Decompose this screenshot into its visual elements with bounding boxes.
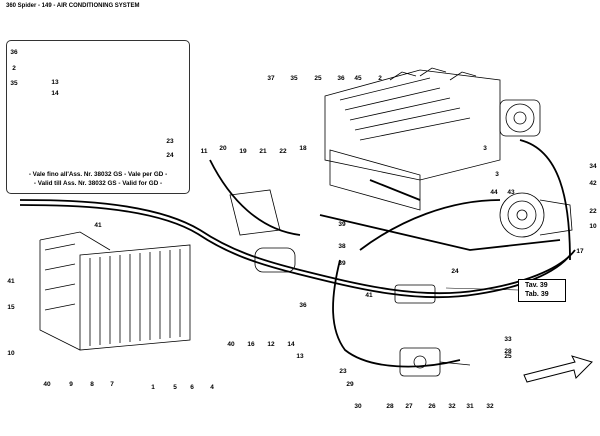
condenser-drawing — [39, 231, 191, 351]
callout-label: 22 — [589, 207, 597, 215]
callout-label: 4 — [210, 383, 214, 391]
callout-label: 10 — [7, 349, 15, 357]
inset-caption-en: - Valid till Ass. Nr. 38032 GS - Valid f… — [33, 180, 163, 187]
inset-caption-it: - Vale fino all'Ass. Nr. 38032 GS - Vale… — [28, 171, 168, 178]
callout-label: 45 — [354, 74, 362, 82]
callout-label: 39 — [338, 259, 346, 267]
callout-label: 33 — [504, 335, 512, 343]
callout-label: 40 — [43, 380, 51, 388]
engine-block-drawing — [324, 67, 501, 211]
callout-label: 14 — [51, 89, 59, 97]
callout-label: 35 — [290, 74, 298, 82]
callout-label: 28 — [386, 402, 394, 410]
callout-label: 36 — [299, 301, 307, 309]
callout-label: 13 — [51, 78, 59, 86]
callout-label: 15 — [7, 303, 15, 311]
callout-label: 8 — [90, 380, 94, 388]
callout-label: 27 — [405, 402, 413, 410]
inset-detail-box: - Vale fino all'Ass. Nr. 38032 GS - Vale… — [6, 40, 190, 194]
refrigerant-hoses — [19, 139, 576, 368]
callout-label: 2 — [12, 64, 16, 72]
callout-label: 12 — [267, 340, 275, 348]
callout-label: 25 — [504, 352, 512, 360]
table-ref-line-2: Tab. 39 — [525, 291, 549, 298]
callout-label: 22 — [279, 147, 287, 155]
callout-label: 29 — [346, 380, 354, 388]
callout-label: 14 — [287, 340, 295, 348]
direction-arrow — [523, 355, 593, 383]
page-title: 360 Spider - 149 - AIR CONDITIONING SYST… — [6, 3, 140, 9]
callout-label: 1 — [151, 383, 155, 391]
callout-label: 21 — [259, 147, 267, 155]
callout-label: 37 — [267, 74, 275, 82]
callout-label: 42 — [589, 179, 597, 187]
callout-label: 6 — [190, 383, 194, 391]
bottom-fittings-drawing — [394, 284, 471, 377]
callout-label: 34 — [589, 162, 597, 170]
callout-label: 23 — [339, 367, 347, 375]
callout-label: 10 — [589, 222, 597, 230]
compressor-drawing — [499, 99, 573, 238]
callout-label: 40 — [227, 340, 235, 348]
callout-label: 23 — [166, 137, 174, 145]
callout-label: 36 — [10, 48, 18, 56]
callout-label: 39 — [338, 220, 346, 228]
callout-label: 32 — [486, 402, 494, 410]
callout-label: 25 — [314, 74, 322, 82]
callout-label: 9 — [69, 380, 73, 388]
callout-label: 32 — [448, 402, 456, 410]
callout-label: 16 — [247, 340, 255, 348]
callout-label: 41 — [7, 277, 15, 285]
callout-label: 7 — [110, 380, 114, 388]
callout-label: 43 — [507, 188, 515, 196]
callout-label: 31 — [466, 402, 474, 410]
callout-label: 3 — [495, 170, 499, 178]
callout-label: 20 — [219, 144, 227, 152]
callout-label: 30 — [354, 402, 362, 410]
callout-label: 36 — [337, 74, 345, 82]
receiver-drier-drawing — [254, 247, 296, 273]
callout-label: 35 — [10, 79, 18, 87]
callout-label: 11 — [200, 147, 208, 155]
callout-label: 2 — [378, 74, 382, 82]
callout-label: 19 — [239, 147, 247, 155]
callout-label: 28 — [504, 347, 512, 355]
callout-label: 41 — [94, 221, 102, 229]
callout-label: 26 — [428, 402, 436, 410]
callout-label: 38 — [338, 242, 346, 250]
valve-bracket-drawing — [229, 189, 281, 236]
callout-label: 5 — [173, 383, 177, 391]
callout-label: 41 — [365, 291, 373, 299]
callout-label: 3 — [483, 144, 487, 152]
table-ref-line-1: Tav. 39 — [525, 282, 548, 289]
callout-label: 17 — [576, 247, 584, 255]
callout-label: 24 — [451, 267, 459, 275]
callout-label: 44 — [490, 188, 498, 196]
table-reference-box: Tav. 39 Tab. 39 — [518, 279, 566, 302]
callout-label: 24 — [166, 151, 174, 159]
callout-label: 18 — [299, 144, 307, 152]
callout-label: 13 — [296, 352, 304, 360]
